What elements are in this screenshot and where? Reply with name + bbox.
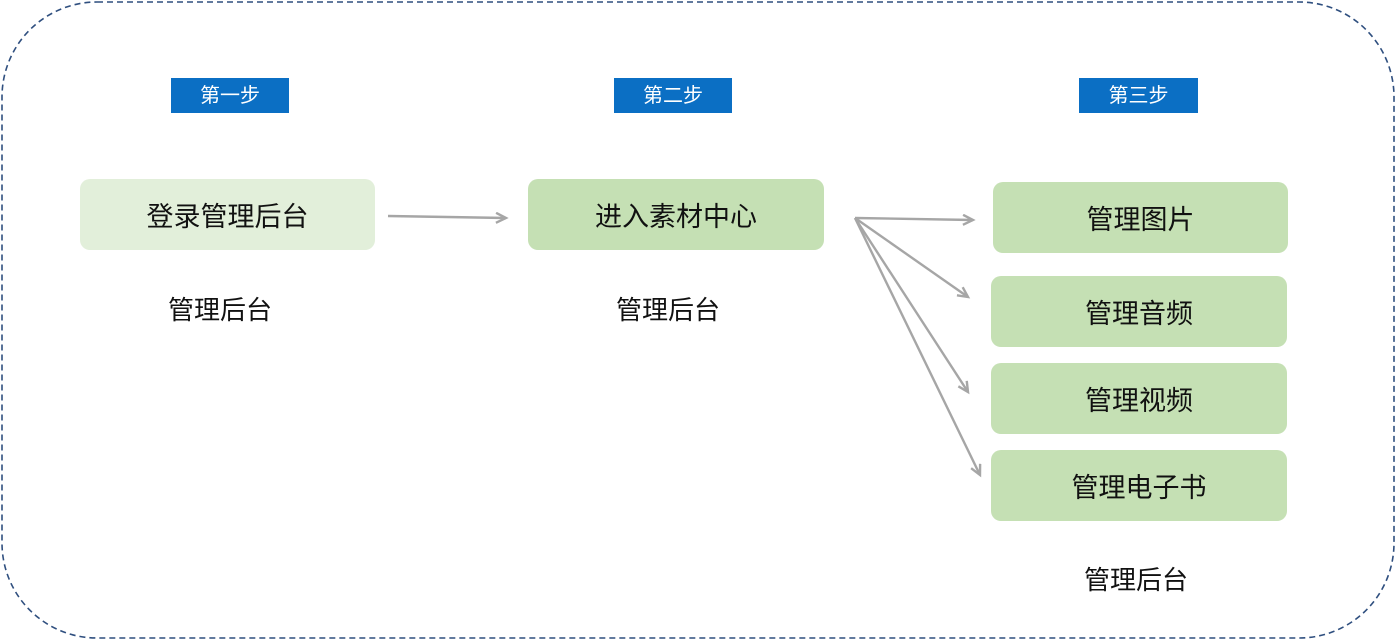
manage-ebooks-node: 管理电子书 — [991, 450, 1287, 521]
arrow-to-video — [853, 217, 968, 392]
login-admin-node: 登录管理后台 — [80, 179, 375, 250]
manage-audio-node: 管理音频 — [991, 276, 1287, 347]
step-2-tag: 第二步 — [614, 78, 732, 113]
arrow-to-ebooks — [853, 217, 980, 475]
manage-video-node: 管理视频 — [991, 363, 1287, 434]
step-3-caption: 管理后台 — [1083, 566, 1188, 596]
manage-images-node: 管理图片 — [993, 182, 1288, 253]
arrow-step1-to-step2 — [387, 216, 506, 218]
material-center-node: 进入素材中心 — [528, 179, 824, 250]
step-3-tag: 第三步 — [1079, 78, 1198, 113]
step-1-tag: 第一步 — [171, 78, 289, 113]
step-1-caption: 管理后台 — [167, 296, 272, 326]
arrow-to-audio — [854, 217, 968, 297]
step-2-caption: 管理后台 — [615, 296, 720, 326]
arrow-to-images — [854, 218, 973, 220]
